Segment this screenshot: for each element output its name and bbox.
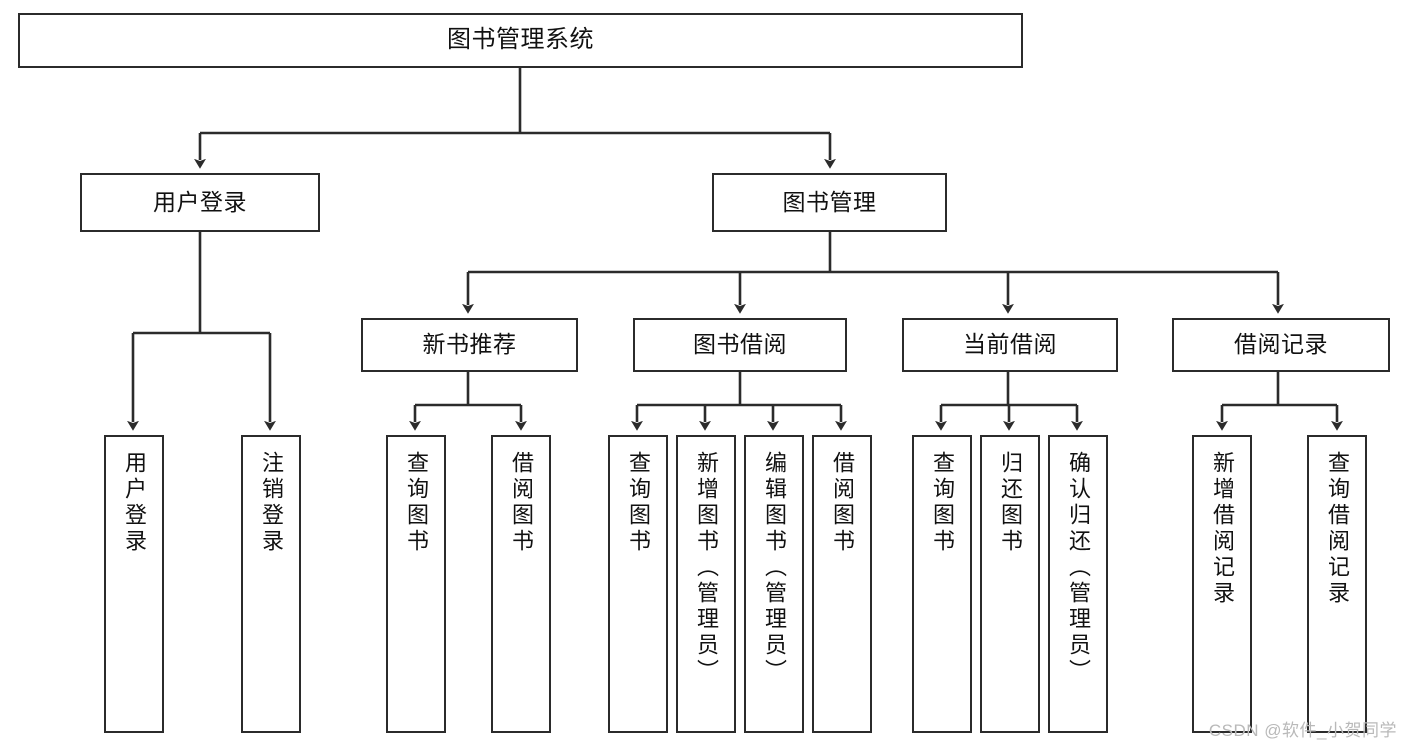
node-label: 图书管理 (782, 188, 877, 215)
node-leaf-logout-login[interactable]: 注销登录 (241, 435, 301, 733)
node-label: 归还图书 (998, 451, 1023, 555)
node-book-borrow[interactable]: 图书借阅 (633, 318, 847, 372)
node-label: 借阅图书 (509, 451, 534, 555)
node-leaf-edit-book[interactable]: 编辑图书（管理员） (744, 435, 804, 733)
node-label: 借阅图书 (830, 451, 855, 555)
node-leaf-add-borrow-record[interactable]: 新增借阅记录 (1192, 435, 1252, 733)
node-root-book-management-system[interactable]: 图书管理系统 (18, 13, 1023, 68)
node-label: 确认归还（管理员） (1066, 451, 1091, 685)
node-label: 注销登录 (259, 451, 284, 555)
node-leaf-borrow-book-recommend[interactable]: 借阅图书 (491, 435, 551, 733)
node-leaf-confirm-return[interactable]: 确认归还（管理员） (1048, 435, 1108, 733)
node-leaf-user-login[interactable]: 用户登录 (104, 435, 164, 733)
node-leaf-query-book-current[interactable]: 查询图书 (912, 435, 972, 733)
node-label: 图书管理系统 (447, 26, 594, 54)
node-current-borrow[interactable]: 当前借阅 (902, 318, 1118, 372)
node-user-login[interactable]: 用户登录 (80, 173, 320, 232)
node-borrow-record[interactable]: 借阅记录 (1172, 318, 1390, 372)
node-label: 用户登录 (122, 451, 147, 555)
node-label: 查询图书 (626, 451, 651, 555)
node-label: 查询借阅记录 (1325, 451, 1350, 607)
node-label: 用户登录 (153, 188, 247, 215)
node-leaf-add-book[interactable]: 新增图书（管理员） (676, 435, 736, 733)
node-book-management[interactable]: 图书管理 (712, 173, 947, 232)
node-leaf-query-book-borrow[interactable]: 查询图书 (608, 435, 668, 733)
node-leaf-borrow-book[interactable]: 借阅图书 (812, 435, 872, 733)
node-label: 新增借阅记录 (1210, 451, 1235, 607)
node-label: 新增图书（管理员） (694, 451, 719, 685)
node-label: 新书推荐 (422, 331, 517, 358)
csdn-watermark: CSDN @软件_小贺同学 (1208, 721, 1397, 740)
node-label: 编辑图书（管理员） (762, 451, 787, 685)
node-label: 借阅记录 (1234, 331, 1328, 358)
node-leaf-return-book[interactable]: 归还图书 (980, 435, 1040, 733)
node-label: 查询图书 (930, 451, 955, 555)
node-label: 当前借阅 (963, 331, 1057, 358)
node-leaf-query-borrow-record[interactable]: 查询借阅记录 (1307, 435, 1367, 733)
node-label: 图书借阅 (693, 331, 787, 358)
node-label: 查询图书 (404, 451, 429, 555)
node-leaf-query-book-recommend[interactable]: 查询图书 (386, 435, 446, 733)
node-new-book-recommend[interactable]: 新书推荐 (361, 318, 578, 372)
